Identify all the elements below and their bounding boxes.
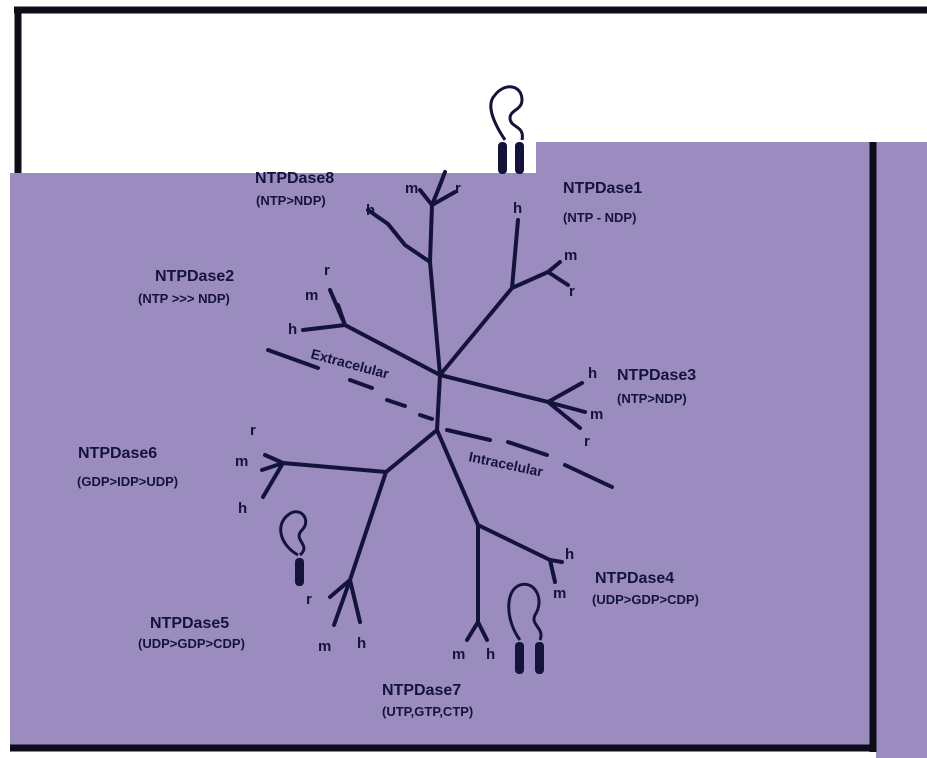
ntpdase5-name: NTPDase5 <box>150 615 229 632</box>
branch-ntpdase4 <box>476 523 564 584</box>
ntpdase7-leaf-h: h <box>486 646 495 663</box>
ntpdase6-leaf-h: h <box>238 500 247 517</box>
branch-ntpdase5 <box>328 470 388 627</box>
ntpdase8-name: NTPDase8 <box>255 170 334 187</box>
membrane-panel-main <box>10 173 876 750</box>
ntpdase3-leaf-m: m <box>590 406 603 423</box>
ntpdase8-leaf-r: r <box>455 180 461 197</box>
ntpdase3-name: NTPDase3 <box>617 367 696 384</box>
ntpdase1-preference: (NTP - NDP) <box>563 210 636 225</box>
tree-branches <box>260 170 587 642</box>
ntpdase1-leaf-h: h <box>513 200 522 217</box>
ntpdase8-leaf-h: h <box>366 202 375 219</box>
ntpdase2-name: NTPDase2 <box>155 268 234 285</box>
ntpdase2-leaf-h: h <box>288 321 297 338</box>
ntpdase8-preference: (NTP>NDP) <box>256 193 326 208</box>
ntpdase3-leaf-h: h <box>588 365 597 382</box>
ntpdase4-name: NTPDase4 <box>595 570 674 587</box>
ntpdase2-leaf-m: m <box>305 287 318 304</box>
two-transmembrane-protein-icon <box>489 85 524 174</box>
ntpdase7-name: NTPDase7 <box>382 682 461 699</box>
ntpdase3-leaf-r: r <box>584 433 590 450</box>
membrane-panel-right <box>876 142 927 758</box>
ntpdase5-preference: (UDP>GDP>CDP) <box>138 636 245 651</box>
branch-ntpdase2 <box>301 288 442 377</box>
ntpdase7-leaf-m: m <box>452 646 465 663</box>
ntpdase4-preference: (UDP>GDP>CDP) <box>592 592 699 607</box>
ntpdase1-leaf-r: r <box>569 283 575 300</box>
ntpdase8-leaf-m: m <box>405 180 418 197</box>
ntpdase5-leaf-m: m <box>318 638 331 655</box>
ntpdase6-leaf-m: m <box>235 453 248 470</box>
membrane-lines <box>266 348 614 489</box>
ntpdase1-leaf-m: m <box>564 247 577 264</box>
ntpdase1-name: NTPDase1 <box>563 180 642 197</box>
two-transmembrane-protein-icon <box>507 582 544 674</box>
ntpdase3-preference: (NTP>NDP) <box>617 391 687 406</box>
ntpdase5-leaf-r: r <box>306 591 312 608</box>
branch-ntpdase8 <box>366 170 457 377</box>
ntpdase4-leaf-m: m <box>553 585 566 602</box>
branch-ntpdase3 <box>438 373 587 430</box>
panel-frame <box>10 142 877 752</box>
ntpdase4-leaf-h: h <box>565 546 574 563</box>
single-transmembrane-protein-icon <box>279 510 308 586</box>
ntpdase6-name: NTPDase6 <box>78 445 157 462</box>
ntpdase2-leaf-r: r <box>324 262 330 279</box>
ntpdase2-preference: (NTP >>> NDP) <box>138 291 230 306</box>
top-frame <box>14 6 927 175</box>
ntpdase6-preference: (GDP>IDP>UDP) <box>77 474 178 489</box>
ntpdase5-leaf-h: h <box>357 635 366 652</box>
ntpdase7-preference: (UTP,GTP,CTP) <box>382 704 473 719</box>
ntpdase6-leaf-r: r <box>250 422 256 439</box>
branch-ntpdase1 <box>438 218 570 377</box>
branch-ntpdase7 <box>435 428 489 642</box>
